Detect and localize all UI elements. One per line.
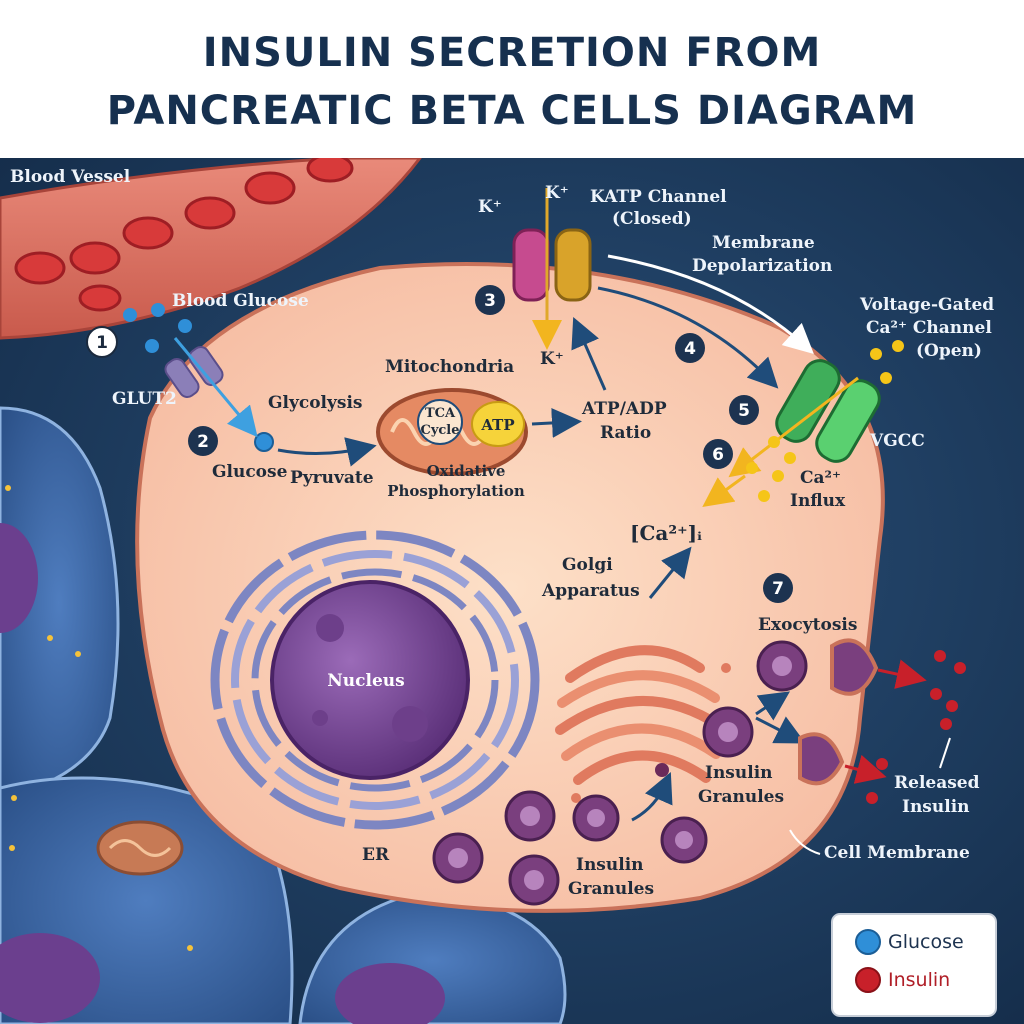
- label-vgcc-title-1: Voltage-Gated: [859, 295, 994, 315]
- label-exocytosis: Exocytosis: [758, 615, 857, 635]
- label-ca-i: [Ca²⁺]ᵢ: [630, 521, 702, 545]
- step-3-number: 3: [484, 291, 496, 311]
- blood-vessel: [0, 158, 422, 340]
- legend: Glucose Insulin: [831, 913, 997, 1017]
- label-blood-glucose: Blood Glucose: [172, 291, 309, 311]
- neighbor-nucleus-bottom: [335, 963, 445, 1024]
- step-3-badge: [475, 285, 505, 315]
- katp-channel: [512, 188, 592, 350]
- step-2-number: 2: [197, 432, 209, 452]
- step-2-badge: [188, 426, 218, 456]
- step-5-badge: [729, 395, 759, 425]
- label-insulin-granules-b-1: Insulin: [576, 855, 644, 875]
- label-vgcc: VGCC: [869, 431, 925, 451]
- diagram-canvas: Blood Vessel GLUT2 Blood Glucose 1 2 Gly…: [0, 158, 1024, 1024]
- label-cell-membrane: Cell Membrane: [824, 843, 970, 863]
- neighbor-nucleus-bottom-left: [0, 933, 100, 1023]
- label-atp-adp-1: ATP/ADP: [581, 399, 667, 419]
- title-line-1: INSULIN SECRETION FROM: [202, 30, 822, 76]
- atp-blob: [471, 401, 525, 447]
- label-tca-2: Cycle: [420, 423, 459, 438]
- label-oxphos-2: Phosphorylation: [387, 482, 525, 500]
- legend-glucose-label: Glucose: [888, 931, 964, 953]
- label-released-1: Released: [894, 773, 980, 793]
- title-line-2: PANCREATIC BETA CELLS DIAGRAM: [106, 88, 918, 134]
- exocytosis-vesicles: [798, 638, 879, 786]
- step-5-number: 5: [738, 401, 750, 421]
- label-k-plus-top: K⁺: [545, 183, 569, 203]
- label-katp-2: (Closed): [612, 209, 692, 229]
- tca-cycle-icon: [417, 399, 463, 445]
- label-released-2: Insulin: [902, 797, 970, 817]
- step-6-badge: [703, 439, 733, 469]
- label-mitochondria: Mitochondria: [385, 357, 514, 377]
- label-ca-2: Influx: [790, 491, 846, 511]
- label-vgcc-title-2: Ca²⁺ Channel: [866, 318, 992, 338]
- legend-insulin-swatch: [855, 967, 881, 993]
- released-insulin-molecules: [866, 650, 966, 804]
- label-golgi-2: Apparatus: [541, 581, 640, 601]
- legend-glucose-swatch: [855, 929, 881, 955]
- label-glycolysis: Glycolysis: [268, 393, 362, 413]
- step-6-number: 6: [712, 445, 724, 465]
- label-tca-1: TCA: [425, 406, 456, 421]
- step-1-number: 1: [96, 333, 108, 353]
- label-k-plus-inside: K⁺: [540, 349, 564, 369]
- neighbor-cells: [0, 406, 567, 1024]
- label-insulin-granules-a-2: Granules: [698, 787, 784, 807]
- label-glucose: Glucose: [212, 462, 288, 482]
- neighbor-nucleus-left: [0, 523, 38, 633]
- mitochondrion: [376, 388, 528, 476]
- golgi-apparatus: [555, 645, 731, 815]
- title-area: INSULIN SECRETION FROM PANCREATIC BETA C…: [0, 0, 1024, 160]
- label-depol-2: Depolarization: [692, 256, 832, 276]
- label-nucleus: Nucleus: [327, 671, 404, 691]
- vgcc-channel: [728, 359, 881, 478]
- neighbor-cell-left: [0, 406, 120, 800]
- step-4-badge: [675, 333, 705, 363]
- step-7-badge: [763, 573, 793, 603]
- label-blood-vessel: Blood Vessel: [10, 167, 131, 187]
- step-1-badge: [86, 326, 118, 358]
- calcium-ions: [746, 436, 796, 502]
- insulin-granules: [432, 640, 808, 906]
- label-insulin-granules-a-1: Insulin: [705, 763, 773, 783]
- label-ca-1: Ca²⁺: [800, 468, 841, 488]
- label-atp-adp-2: Ratio: [600, 423, 651, 443]
- glut2-transporter: [164, 346, 224, 398]
- label-atp: ATP: [480, 416, 514, 434]
- step-4-number: 4: [684, 339, 696, 359]
- endoplasmic-reticulum: [210, 530, 540, 830]
- label-vgcc-title-3: (Open): [916, 341, 982, 361]
- label-golgi-1: Golgi: [562, 555, 613, 575]
- label-pyruvate: Pyruvate: [290, 468, 374, 488]
- label-er: ER: [362, 845, 390, 865]
- label-glut2: GLUT2: [112, 389, 177, 409]
- label-katp-1: KATP Channel: [590, 187, 727, 207]
- step-7-number: 7: [772, 579, 784, 599]
- label-insulin-granules-b-2: Granules: [568, 879, 654, 899]
- label-k-plus-left: K⁺: [478, 197, 502, 217]
- legend-insulin-label: Insulin: [888, 969, 950, 991]
- label-oxphos-1: Oxidative: [427, 462, 506, 480]
- label-depol-1: Membrane: [712, 233, 815, 253]
- blood-glucose-molecules: [123, 303, 274, 452]
- glucose-inside-cell: [254, 432, 274, 452]
